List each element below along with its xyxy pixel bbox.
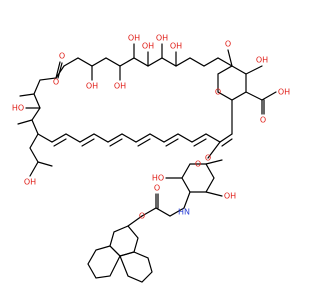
sugar-hydroxyl-label: OH: [224, 192, 236, 201]
carbonyl-oxygen-label: O: [59, 52, 65, 61]
carboxyl-oxygen-label: O: [260, 116, 266, 125]
lactone-ester: [17, 61, 65, 135]
sugar-hydroxyl-label: HO: [152, 174, 164, 183]
structure-canvas: OH OH OH OH OH OH O OH HO O O O O OH O O…: [12, 34, 290, 283]
hydroxyl-label: OH: [156, 34, 168, 43]
hydroxyl-label: OH: [24, 178, 36, 187]
carboxyl-hydroxyl-label: OH: [278, 88, 290, 97]
hydroxyl-label: OH: [142, 42, 154, 51]
fmoc-group: [87, 193, 185, 283]
polyene-chain: [37, 99, 233, 147]
ester-oxygen-label: O: [53, 78, 59, 87]
amine-label: HN: [178, 208, 190, 217]
atom-labels: OH OH OH OH OH OH O OH HO O O O O OH O O…: [12, 34, 290, 221]
carbamate-carbonyl-label: O: [154, 184, 160, 193]
hydroxyl-label: OH: [86, 82, 98, 91]
macrolide-top-chain: [63, 43, 233, 81]
carbamate-oxygen-label: O: [139, 212, 145, 221]
glycosidic-oxygen-label: O: [205, 154, 211, 163]
hydroxyl-label: OH: [128, 34, 140, 43]
hydroxyl-label: OH: [170, 42, 182, 51]
hydroxyl-label: OH: [114, 82, 126, 91]
left-lower-chain: [29, 133, 53, 177]
molecule-structure: OH OH OH OH OH OH O OH HO O O O O OH O O…: [12, 34, 290, 283]
sugar-ring-oxygen-label: O: [195, 160, 201, 169]
pyran-oxygen-label: O: [215, 88, 221, 97]
hydroxyl-label: HO: [12, 104, 24, 113]
methoxy-oxygen-label: O: [225, 40, 231, 49]
hydroxyl-label: OH: [256, 56, 268, 65]
pyran-ring: [217, 49, 277, 115]
sugar-ring: [165, 141, 223, 209]
